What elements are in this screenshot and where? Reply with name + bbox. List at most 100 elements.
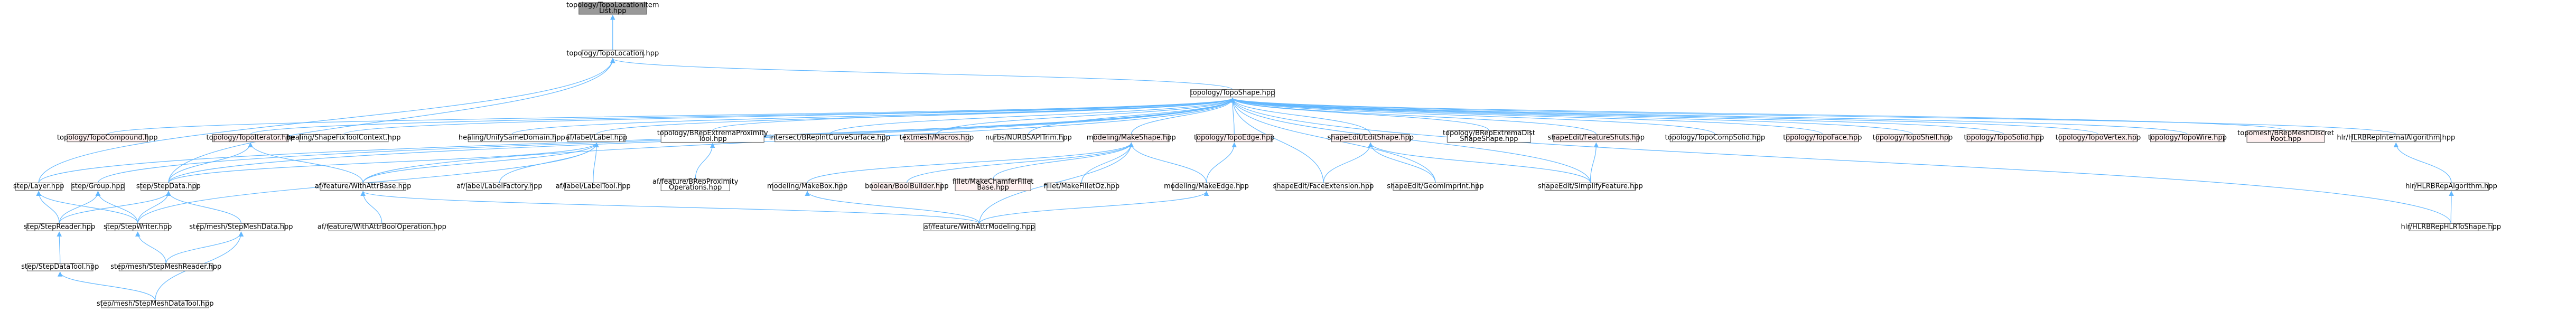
edge-topovertex-to-toposhape xyxy=(1230,97,2099,135)
edge-afattr-to-aflabel xyxy=(362,142,599,183)
node-label: topology/TopoLocation.hpp xyxy=(566,50,659,58)
node-stepgroup[interactable]: step/Group.hpp xyxy=(71,182,125,191)
edge-steplayer-to-topoloc xyxy=(38,58,615,183)
node-topoloc[interactable]: topology/TopoLocation.hpp xyxy=(566,50,659,58)
node-label: topomesh/BRepMeshDiscret xyxy=(2237,129,2334,137)
node-label: step/StepData.hpp xyxy=(136,182,201,190)
node-topoiter[interactable]: topology/TopoIterator.hpp xyxy=(206,134,295,143)
node-simplify[interactable]: shapeEdit/SimplifyFeature.hpp xyxy=(1538,182,1643,191)
node-box xyxy=(26,223,92,231)
edge-stepdata-to-aflabel xyxy=(168,142,599,183)
node-hlralgo[interactable]: hlr/HLRBRepAlgorithm.hpp xyxy=(2405,182,2497,191)
node-box xyxy=(581,50,644,58)
node-labeltool[interactable]: af/label/LabelTool.hpp xyxy=(556,182,631,191)
edge-topoface-to-toposhape xyxy=(1230,97,1823,135)
node-box xyxy=(26,263,94,271)
node-afattr[interactable]: af/feature/WithAttrBase.hpp xyxy=(315,182,412,191)
node-box xyxy=(320,182,406,191)
node-intersect[interactable]: intersect/BRepIntCurveSurface.hpp xyxy=(769,134,890,143)
node-box xyxy=(772,182,843,191)
node-datatool[interactable]: step/StepDataTool.hpp xyxy=(21,263,99,271)
node-label: topology/TopoEdge.hpp xyxy=(1194,134,1275,142)
node-withmodeling[interactable]: af/feature/WithAttrModeling.hpp xyxy=(923,223,1035,231)
edge-makebox-to-makeshape xyxy=(807,142,1134,183)
node-topowire[interactable]: topology/TopoWire.hpp xyxy=(2148,134,2227,143)
node-label: topology/BRepExtremaProximity xyxy=(657,129,768,137)
node-geomimprint[interactable]: shapeEdit/GeomImprint.hpp xyxy=(1387,182,1484,191)
node-labelfactory[interactable]: af/label/LabelFactory.hpp xyxy=(456,182,542,191)
node-hlrtoshape[interactable]: hlr/HLRBRepHLRToShape.hpp xyxy=(2401,223,2501,231)
node-label: modeling/MakeEdge.hpp xyxy=(1164,182,1249,190)
node-label: Base.hpp xyxy=(977,184,1009,192)
node-box xyxy=(67,134,148,143)
node-box xyxy=(101,300,210,308)
node-hlrinternal[interactable]: hlr/HLRBRepInternalAlgorithm.hpp xyxy=(2337,134,2455,143)
node-topoface[interactable]: topology/TopoFace.hpp xyxy=(1783,134,1862,143)
node-meshdata[interactable]: step/mesh/StepMeshData.hpp xyxy=(189,223,293,231)
node-toposhape[interactable]: topology/TopoShape.hpp xyxy=(1190,89,1275,98)
node-nurbs[interactable]: nurbs/NURBSAPITrim.hpp xyxy=(985,134,1072,143)
node-box xyxy=(1196,134,1273,143)
edge-makeedge-to-makeshape xyxy=(1128,142,1207,183)
node-stepreader[interactable]: step/StepReader.hpp xyxy=(23,223,95,231)
node-makeshape[interactable]: modeling/MakeShape.hpp xyxy=(1087,134,1176,143)
edge-textmesh-to-toposhape xyxy=(936,97,1235,135)
edge-editshape-to-toposhape xyxy=(1230,97,1371,135)
node-stepdata[interactable]: step/StepData.hpp xyxy=(136,182,201,191)
node-label: modeling/MakeShape.hpp xyxy=(1087,134,1176,142)
node-toposhell[interactable]: topology/TopoShell.hpp xyxy=(1873,134,1953,143)
node-topoedge[interactable]: topology/TopoEdge.hpp xyxy=(1194,134,1275,143)
node-label: step/StepReader.hpp xyxy=(23,223,95,231)
node-box xyxy=(212,134,289,143)
node-box xyxy=(118,263,213,271)
node-unifysame[interactable]: healing/UnifySameDomain.hpp xyxy=(459,134,565,143)
node-label: topology/BRepExtremaDist xyxy=(1443,129,1535,137)
node-label: step/Layer.hpp xyxy=(13,182,64,190)
node-label: hlr/HLRBRepHLRToShape.hpp xyxy=(2401,223,2501,231)
node-aflabel[interactable]: af/label/Label.hpp xyxy=(566,134,628,143)
node-makebox[interactable]: modeling/MakeBox.hpp xyxy=(767,182,847,191)
node-editshape[interactable]: shapeEdit/EditShape.hpp xyxy=(1327,134,1414,143)
node-label: af/label/LabelFactory.hpp xyxy=(456,182,542,190)
node-faceext[interactable]: shapeEdit/FaceExtension.hpp xyxy=(1273,182,1374,191)
node-meshdatatool[interactable]: step/mesh/StepMeshDataTool.hpp xyxy=(97,300,214,308)
node-filletoz[interactable]: fillet/MakeFilletOz.hpp xyxy=(1044,182,1120,191)
edge-steplayer-to-toposhape xyxy=(38,97,1235,183)
node-steplayer[interactable]: step/Layer.hpp xyxy=(13,182,64,191)
node-label: topology/TopoVertex.hpp xyxy=(2056,134,2141,142)
edge-stepwriter-to-steplayer xyxy=(36,191,138,224)
node-featureshuts[interactable]: shapeEdit/FeatureShuts.hpp xyxy=(1548,134,1645,143)
node-meshreader[interactable]: step/mesh/StepMeshReader.hpp xyxy=(110,263,221,271)
node-shapefix[interactable]: healing/ShapeFixToolContext.hpp xyxy=(287,134,401,143)
node-box xyxy=(871,182,942,191)
edge-topocomp-to-toposhape xyxy=(107,97,1235,135)
edge-meshdatatool-to-datatool xyxy=(57,271,156,301)
edge-stepdata-to-topoiter xyxy=(168,142,253,183)
node-topocomp[interactable]: topology/TopoCompound.hpp xyxy=(57,134,158,143)
node-label: topology/TopoIterator.hpp xyxy=(206,134,294,142)
node-box xyxy=(578,2,647,15)
node-textmesh[interactable]: textmesh/Macros.hpp xyxy=(900,134,974,143)
node-label: Root.hpp xyxy=(2270,135,2301,143)
node-stepwriter[interactable]: step/StepWriter.hpp xyxy=(104,223,172,231)
edge-makeshape-to-toposhape xyxy=(1131,97,1235,135)
edge-chamfer-to-makeshape xyxy=(993,142,1134,180)
edge-withmodeling-to-afattr xyxy=(360,191,980,224)
edge-hlralgo-to-hlrinternal xyxy=(2393,142,2452,183)
node-boolbuilder[interactable]: boolean/BoolBuilder.hpp xyxy=(865,182,949,191)
node-box xyxy=(1190,89,1275,98)
node-topovertex[interactable]: topology/TopoVertex.hpp xyxy=(2056,134,2141,143)
node-boolop[interactable]: af/feature/WithAttrBoolOperation.hpp xyxy=(318,223,446,231)
node-compsolid[interactable]: topology/TopoCompSolid.hpp xyxy=(1665,134,1766,143)
node-box xyxy=(1544,182,1636,191)
node-toposolid[interactable]: topology/TopoSolid.hpp xyxy=(1964,134,2044,143)
node-box xyxy=(2059,134,2138,143)
node-makeedge[interactable]: modeling/MakeEdge.hpp xyxy=(1164,182,1249,191)
edge-nurbs-to-toposhape xyxy=(1028,97,1235,135)
